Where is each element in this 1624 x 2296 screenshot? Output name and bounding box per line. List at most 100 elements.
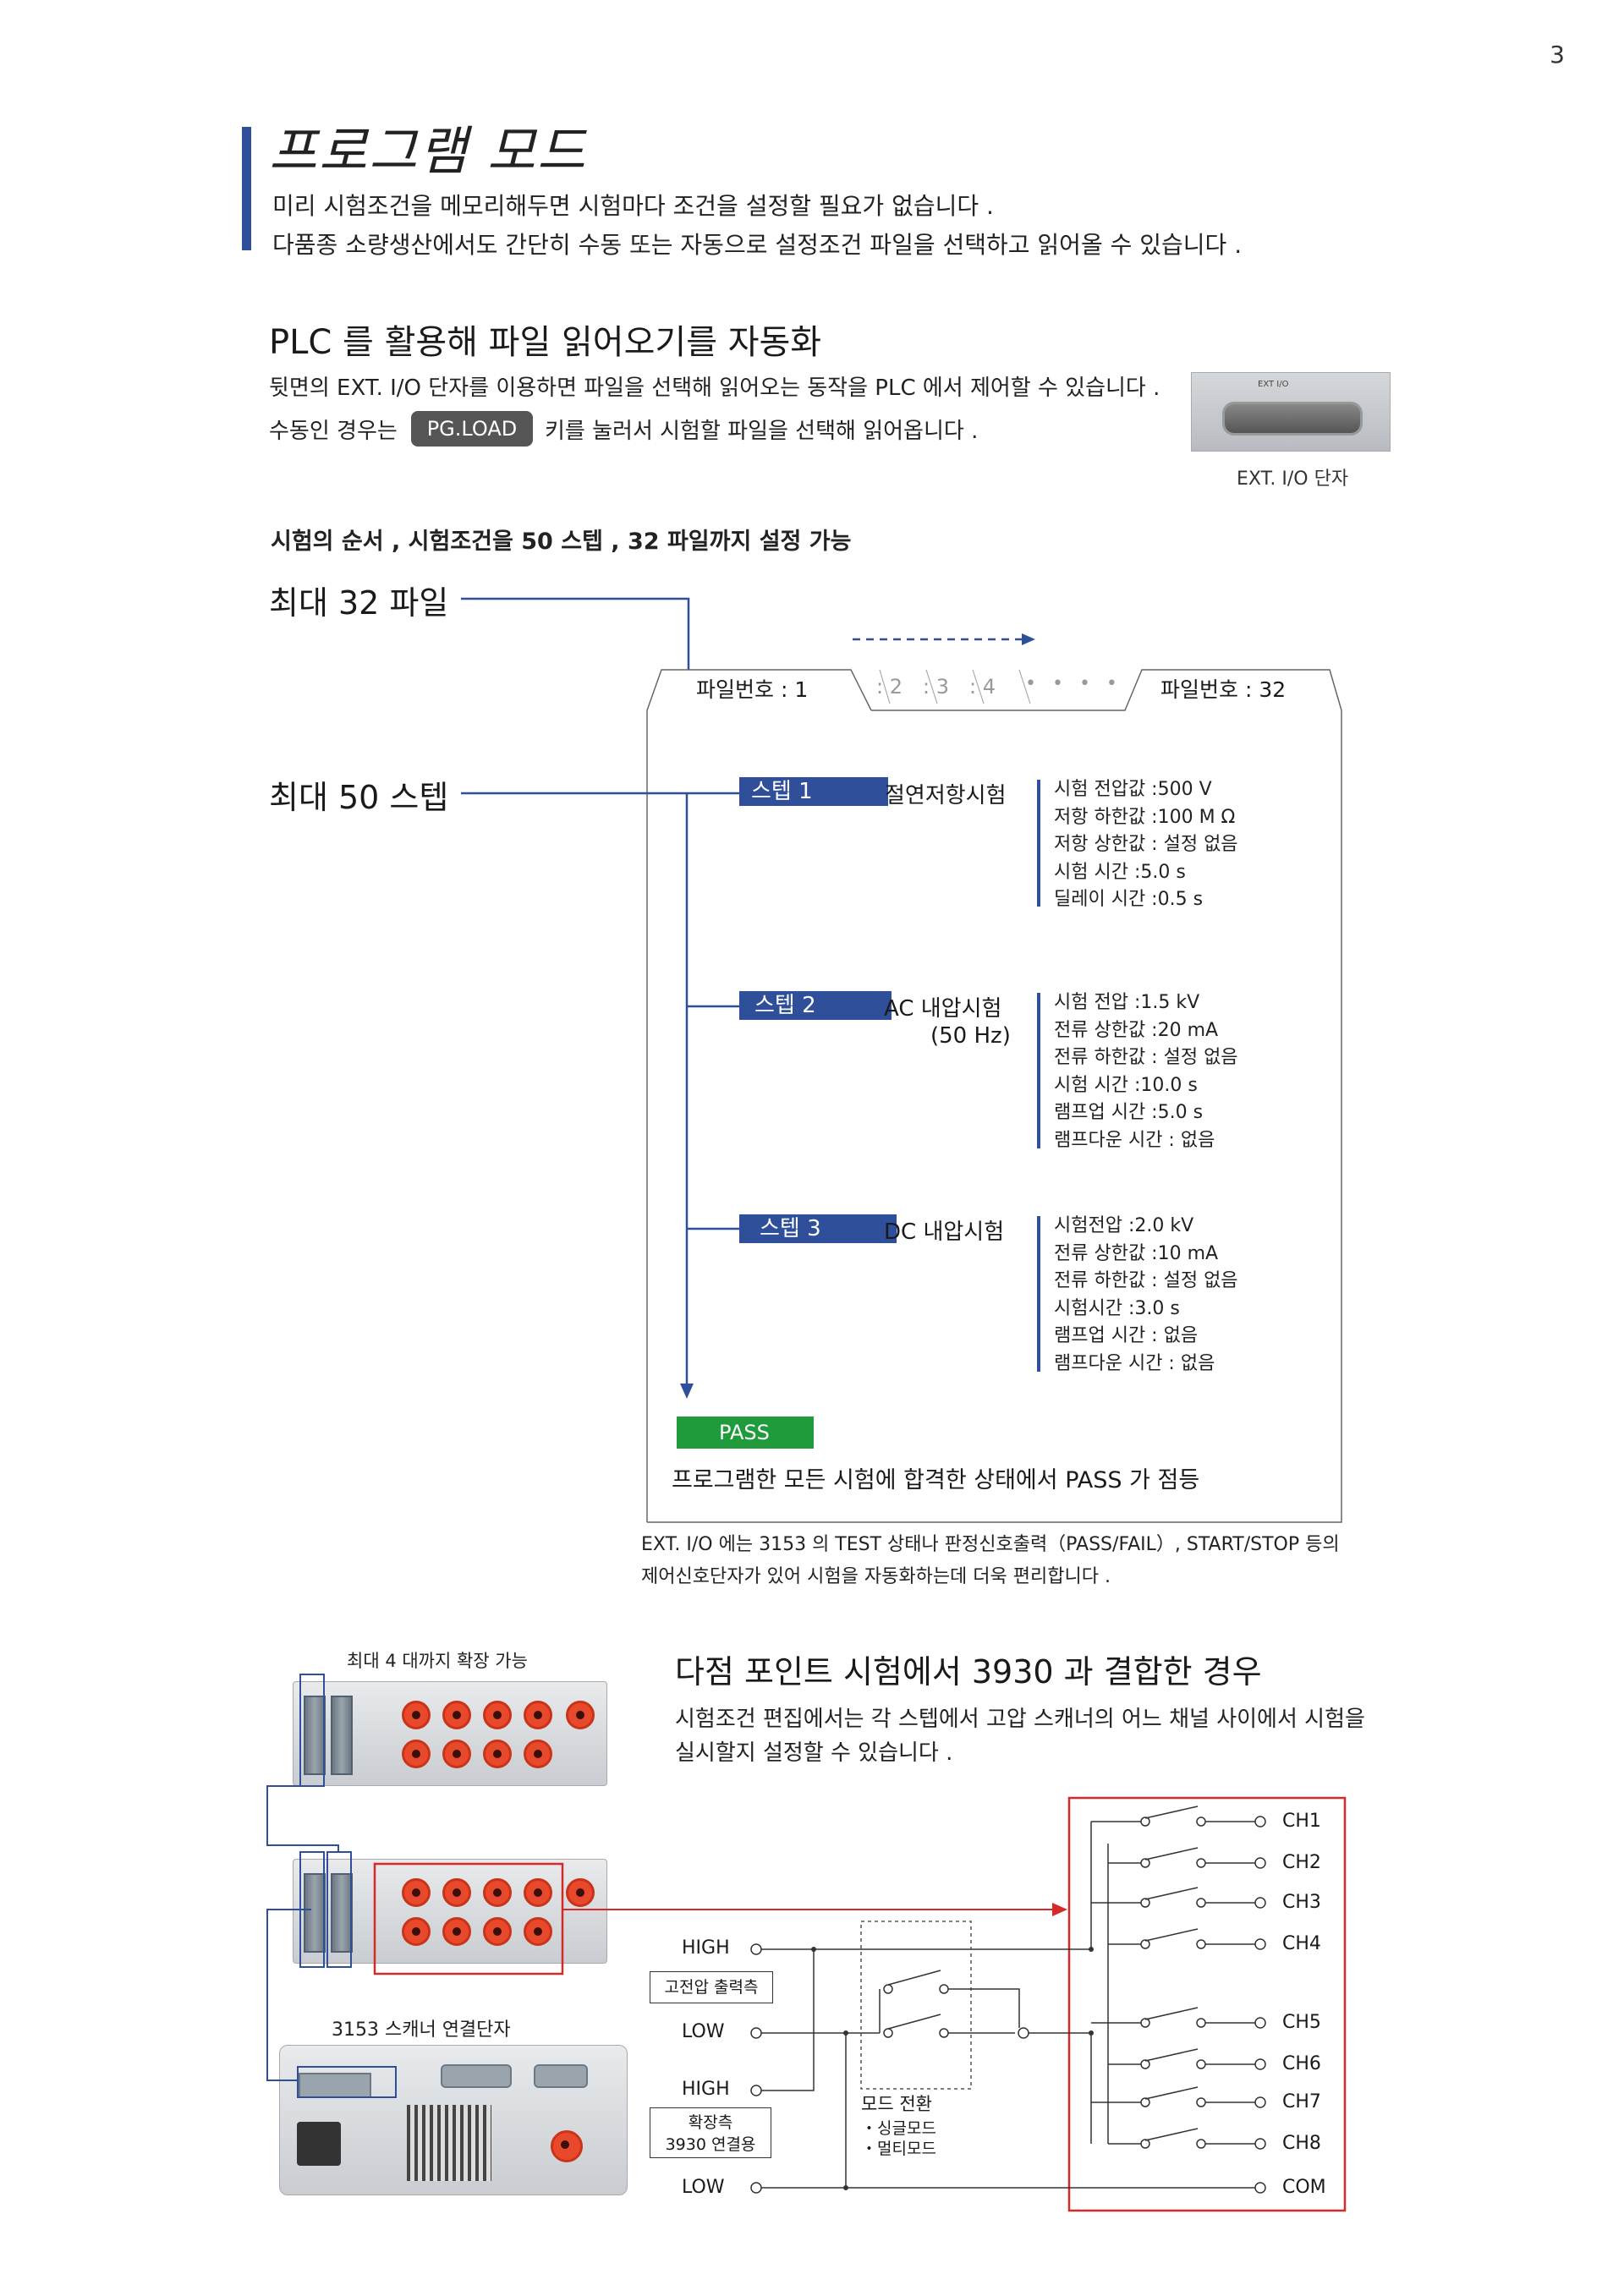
- link-line: [266, 1909, 311, 2081]
- link-line: [266, 1785, 339, 1852]
- channel-row-ch3: [1091, 1887, 1266, 1909]
- hv-jack: [483, 1701, 512, 1729]
- step-2-name: AC 내압시험: [884, 996, 1002, 1022]
- mode-switch-title: 모드 전환: [861, 2094, 932, 2114]
- file-tab-first-outline: [646, 669, 872, 1522]
- ext-io-photo-label: EXT I/O: [1258, 380, 1289, 389]
- title-accent-bar: [242, 127, 251, 250]
- channel-label-ch7: CH7: [1282, 2091, 1321, 2112]
- file-tab-2: : 2: [876, 675, 903, 699]
- tester-3153-rear: [279, 2045, 628, 2195]
- switch-blade: [887, 2014, 941, 2030]
- hv-jack: [402, 1917, 431, 1946]
- port-highlight: [299, 1674, 325, 1787]
- tab-divider: [925, 669, 938, 704]
- param-line: 저항 하한값 :100 M Ω: [1054, 806, 1236, 828]
- channel-label-ch8: CH8: [1282, 2133, 1321, 2154]
- multipoint-desc-2: 실시할지 설정할 수 있습니다 .: [675, 1740, 953, 1766]
- mode-switch-box: [860, 1921, 972, 2090]
- hv-jack: [402, 1740, 431, 1768]
- file-folder-outline: [647, 669, 1342, 1523]
- expansion-side-box: 확장측 3930 연결용: [650, 2107, 771, 2158]
- junction: [1089, 1947, 1094, 1952]
- ext-io-caption: EXT. I/O 단자: [1237, 469, 1349, 490]
- junction: [843, 2185, 848, 2190]
- vent-grille: [407, 2105, 491, 2181]
- hv-jack: [442, 1878, 471, 1907]
- red-link-arrowhead: [1052, 1903, 1067, 1916]
- param-line: 시험 시간 :5.0 s: [1054, 861, 1186, 883]
- high-out-terminal: [750, 1943, 762, 1955]
- channel-row-ch8: [1108, 2128, 1266, 2150]
- hv-jack: [524, 1878, 552, 1907]
- tab-divider: [879, 669, 891, 704]
- junction: [811, 1947, 816, 1952]
- file-dashed-arrowhead: [1022, 633, 1035, 645]
- param-line: 전류 상한값 :20 mA: [1054, 1019, 1219, 1041]
- param-line: 램프업 시간 : 없음: [1054, 1325, 1199, 1346]
- channel-row-ch5: [1091, 2007, 1266, 2029]
- channel-label-ch1: CH1: [1282, 1811, 1321, 1832]
- hv-jack: [524, 1701, 552, 1729]
- hv-jack: [442, 1701, 471, 1729]
- param-line: 램프다운 시간 : 없음: [1054, 1352, 1215, 1374]
- page-number: 3: [1550, 41, 1565, 68]
- max-steps-label: 최대 50 스텝: [269, 779, 449, 816]
- port-highlight: [326, 1851, 352, 1968]
- junction: [843, 2030, 848, 2036]
- high-ext-label: HIGH: [682, 2079, 730, 2100]
- plc-heading: PLC 를 활용해 파일 읽어오기를 자동화: [269, 323, 822, 362]
- step-1-name: 절연저항시험: [885, 783, 1007, 808]
- scanner-unit-1: [293, 1681, 607, 1786]
- hv-jack: [566, 1701, 595, 1729]
- param-line: 시험시간 :3.0 s: [1054, 1297, 1180, 1319]
- mode-single: ・싱글모드: [861, 2119, 936, 2138]
- low-out-terminal: [750, 2027, 762, 2039]
- page-title: 프로그램 모드: [269, 120, 587, 182]
- multipoint-heading: 다점 포인트 시험에서 3930 과 결합한 경우: [675, 1653, 1262, 1690]
- hv-jack: [402, 1878, 431, 1907]
- hv-jack: [524, 1917, 552, 1946]
- channel-label-ch5: CH5: [1282, 2012, 1321, 2033]
- max-files-pointer-line: [461, 597, 690, 670]
- max-files-label: 최대 32 파일: [269, 584, 449, 622]
- switch-contact: [939, 2028, 949, 2038]
- ext-io-connector: [1222, 402, 1363, 436]
- step-1-params: 시험 전압값 :500 V 저항 하한값 :100 M Ω 저항 상한값 : 설…: [1054, 776, 1238, 914]
- multipoint-desc-1: 시험조건 편집에서는 각 스텝에서 고압 스캐너의 어느 채널 사이에서 시험을: [675, 1707, 1365, 1732]
- channel-row-ch1: [1091, 1806, 1266, 1827]
- hv-jack: [483, 1740, 512, 1768]
- channel-label-ch2: CH2: [1282, 1852, 1321, 1873]
- expand-caption: 최대 4 대까지 확장 가능: [347, 1651, 528, 1671]
- param-line: 시험 전압 :1.5 kV: [1054, 992, 1200, 1013]
- step-1-param-bar: [1037, 780, 1040, 907]
- intro-line-2: 다품종 소량생산에서도 간단히 수동 또는 자동으로 설정조건 파일을 선택하고…: [272, 231, 1243, 259]
- wire: [761, 1949, 815, 2091]
- low-ext-terminal: [750, 2182, 762, 2194]
- plc-line-2-before: 수동인 경우는: [269, 419, 398, 444]
- rear-connector: [534, 2064, 588, 2088]
- scanner-connector-caption: 3153 스캐너 연결단자: [332, 2019, 511, 2041]
- mode-multi: ・멀티모드: [861, 2140, 936, 2158]
- step-1-tag: 스텝 1: [739, 777, 888, 806]
- hv-output-side-box: 고전압 출력측: [650, 1971, 773, 2003]
- hv-output-jack: [551, 2130, 583, 2162]
- step-3-name: DC 내압시험: [884, 1219, 1005, 1245]
- channel-row-ch7: [1091, 2086, 1266, 2108]
- channel-row-ch2: [1108, 1847, 1266, 1869]
- switch-contact: [883, 1984, 893, 1994]
- hv-jack: [483, 1917, 512, 1946]
- tab-divider: [972, 669, 985, 704]
- high-out-label: HIGH: [682, 1937, 730, 1959]
- expansion-side-line: 3930 연결용: [665, 2135, 756, 2154]
- step-3-tag: 스텝 3: [739, 1214, 897, 1243]
- scanner-port: [331, 1873, 353, 1953]
- scanner-port: [331, 1696, 353, 1775]
- hv-jack: [566, 1878, 595, 1907]
- channel-row-ch4: [1108, 1928, 1266, 1950]
- com-terminal: [1254, 2182, 1266, 2194]
- file-tab-last: 파일번호 : 32: [1160, 677, 1287, 702]
- connector-highlight: [297, 2066, 397, 2098]
- flow-arrowhead: [680, 1384, 694, 1399]
